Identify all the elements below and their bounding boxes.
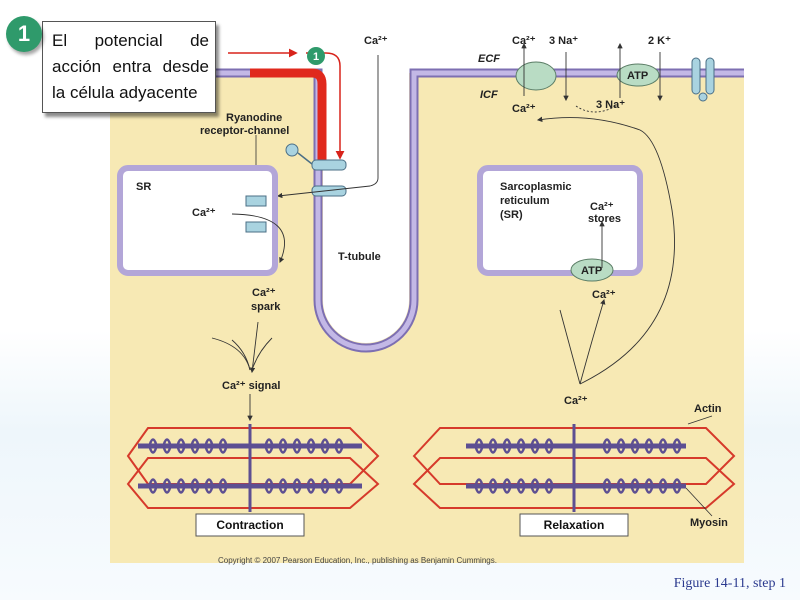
sr-compartment-left <box>117 165 278 276</box>
icf-label: ICF <box>480 89 498 101</box>
relaxation-box <box>519 513 629 537</box>
na3-icf-label: 3 Na⁺ <box>596 99 625 111</box>
ca-cytosol-label: Ca²⁺ <box>564 395 588 407</box>
ca-stores-line2: stores <box>588 213 621 225</box>
cell-cytoplasm <box>110 73 744 563</box>
ryanodine-label-line1: Ryanodine <box>226 112 282 124</box>
step-marker-label: 1 <box>313 51 319 63</box>
na3-ecf-label: 3 Na⁺ <box>549 35 578 47</box>
spark-label-line2: spark <box>251 301 281 313</box>
ryanodine-receptor-icon <box>285 143 299 157</box>
ca-icf-label: Ca²⁺ <box>512 103 536 115</box>
spark-label-line1: Ca²⁺ <box>252 287 276 299</box>
ncx-exchanger <box>515 61 557 91</box>
action-potential-path <box>250 68 327 160</box>
ca-top-label: Ca²⁺ <box>364 35 388 47</box>
ca-stores-line1: Ca²⁺ <box>590 201 614 213</box>
myosin-label: Myosin <box>690 517 728 529</box>
figure-label: Figure 14-11, step 1 <box>673 576 786 591</box>
copyright-notice: Copyright © 2007 Pearson Education, Inc.… <box>218 556 497 565</box>
ca-ecf-label: Ca²⁺ <box>512 35 536 47</box>
ecf-label: ECF <box>478 53 500 65</box>
dhp-channel-lower <box>311 185 347 197</box>
sarco-label-line1: Sarcoplasmic <box>500 181 572 193</box>
ca-sr-label: Ca²⁺ <box>192 207 216 219</box>
ryanodine-label-line2: receptor-channel <box>200 125 289 137</box>
sr-atp-pump <box>570 258 614 282</box>
ca-signal-label: Ca²⁺ signal <box>222 380 280 392</box>
step-marker-badge <box>307 47 325 65</box>
atp-membrane-label: ATP <box>627 70 648 82</box>
sr-label: SR <box>136 181 151 193</box>
sarcomere-contraction <box>126 424 380 512</box>
step-number-badge: 1 <box>6 16 42 52</box>
sarcomere-relaxation <box>412 424 736 512</box>
potassium-channel-icon <box>691 57 701 95</box>
ca-below-atp-label: Ca²⁺ <box>592 289 616 301</box>
dhp-channel-upper <box>311 159 347 171</box>
sr-compartment-right <box>477 165 643 276</box>
na-k-atpase <box>616 63 660 87</box>
k2-label: 2 K⁺ <box>648 35 671 47</box>
t-tubule-label: T-tubule <box>338 251 381 263</box>
sarco-label-line2: reticulum <box>500 195 550 207</box>
atp-sr-label: ATP <box>581 265 602 277</box>
actin-label: Actin <box>694 403 722 415</box>
sarco-label-line3: (SR) <box>500 209 523 221</box>
t-tubule-lumen <box>323 73 409 343</box>
contraction-label: Contraction <box>216 518 283 532</box>
contraction-box <box>195 513 305 537</box>
relaxation-label: Relaxation <box>544 518 605 532</box>
step-caption-box: El potencial de acción entra desde la cé… <box>42 21 216 113</box>
